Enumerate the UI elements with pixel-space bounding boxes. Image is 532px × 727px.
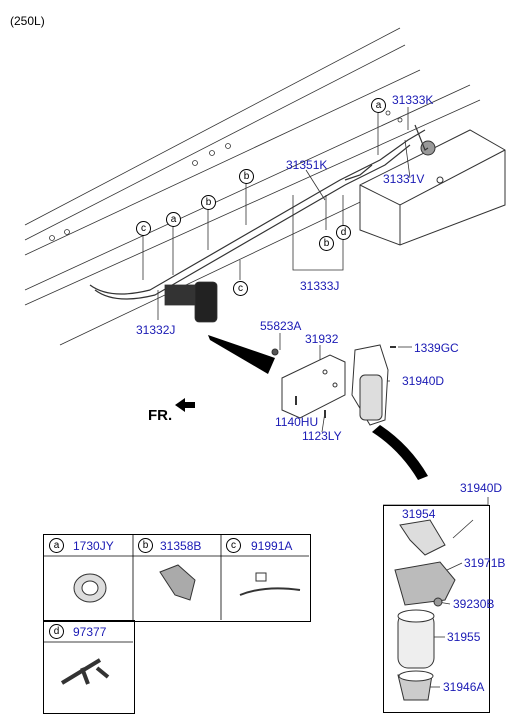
marker-c-left: c (136, 221, 151, 236)
legend-letter-c: c (226, 538, 241, 553)
legend-part-1730JY: 1730JY (73, 539, 114, 553)
pointer-band-2 (372, 425, 428, 480)
callout-1339GC: 1339GC (414, 341, 459, 355)
legend-part-91991A: 91991A (251, 539, 293, 553)
fuel-tank-drawing (359, 129, 506, 246)
detail-part-31954: 31954 (402, 507, 436, 521)
marker-a-left: a (166, 212, 181, 227)
filter-on-rail-drawing (164, 281, 218, 323)
callout-31331V: 31331V (383, 172, 425, 186)
legend-icons (60, 564, 301, 685)
legend-part-31358B: 31358B (160, 539, 202, 553)
legend-box-top (43, 534, 311, 622)
variant-label: (250L) (10, 14, 45, 28)
callout-1140HU: 1140HU (275, 415, 319, 429)
callout-31351K: 31351K (286, 158, 328, 172)
marker-b-1: b (239, 169, 254, 184)
pointer-band-1 (208, 335, 275, 374)
legend-box-bottom (43, 620, 135, 714)
callout-31940D: 31940D (402, 374, 445, 388)
marker-d: d (336, 225, 351, 240)
callout-31332J: 31332J (136, 323, 176, 337)
callout-31333J: 31333J (300, 279, 340, 293)
front-direction-label: FR. (148, 407, 173, 424)
fr-arrow (175, 398, 195, 412)
callout-31333K: 31333K (392, 93, 434, 107)
bracket-assembly-drawing (271, 344, 396, 426)
marker-a-top: a (371, 98, 386, 113)
detail-parts-drawing (394, 519, 456, 701)
callout-1123LY: 1123LY (302, 429, 342, 443)
detail-part-31971B: 31971B (464, 556, 506, 570)
detail-part-39230B: 39230B (453, 597, 495, 611)
legend-letter-b: b (138, 538, 153, 553)
marker-b-3: b (319, 236, 334, 251)
legend-letter-d: d (49, 624, 64, 639)
callout-31932: 31932 (305, 332, 339, 346)
legend-part-97377: 97377 (73, 625, 107, 639)
detail-box (383, 505, 490, 713)
callout-31940D-detail: 31940D (460, 481, 503, 495)
detail-part-31955: 31955 (447, 630, 481, 644)
marker-c-2: c (233, 281, 248, 296)
callout-55823A: 55823A (260, 319, 302, 333)
detail-part-31946A: 31946A (443, 680, 485, 694)
legend-letter-a: a (49, 538, 64, 553)
marker-b-2: b (201, 195, 216, 210)
